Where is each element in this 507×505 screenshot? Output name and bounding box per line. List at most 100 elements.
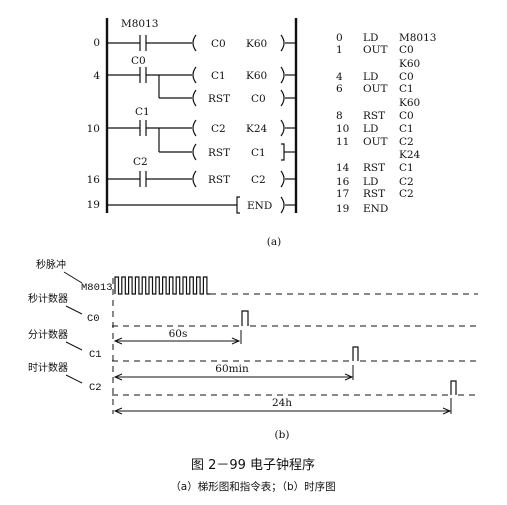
instruction-op: LD — [363, 123, 378, 135]
coil-right-bracket — [280, 66, 285, 84]
instruction-arg: K24 — [399, 149, 421, 161]
instruction-step: 17 — [336, 188, 349, 200]
instruction-step: 10 — [336, 123, 349, 135]
instruction-arg: C2 — [399, 136, 414, 148]
timing-diagram: 秒脉冲 M8013 秒计数器 C0 分计数器 C1 时计数器 C2 — [28, 258, 478, 415]
signal-leader-line — [65, 374, 83, 384]
c1-output-pulse — [352, 346, 359, 361]
c2-output-pulse — [450, 380, 457, 395]
signal-leader-line — [65, 341, 83, 351]
contact-label: C0 — [131, 55, 146, 67]
instruction-step: 11 — [336, 136, 349, 148]
rung-step-number: 4 — [93, 70, 100, 82]
instruction-op: LD — [363, 32, 378, 44]
span-label: 60s — [169, 328, 188, 340]
instruction-arg: C2 — [399, 188, 414, 200]
signal-id: C2 — [89, 382, 102, 394]
coil-right-bracket — [280, 89, 285, 107]
arrow-head — [442, 407, 452, 415]
rung-0: 0 M8013 C0 K60 — [93, 18, 296, 52]
span-24h: 24h — [113, 397, 452, 415]
pulse-train-waveform — [114, 276, 211, 295]
instruction-arg: C0 — [399, 71, 414, 83]
arrow-head — [344, 373, 354, 381]
c0-output-pulse — [241, 310, 249, 326]
signal-id: C0 — [87, 313, 100, 325]
span-label: 60min — [215, 363, 249, 375]
coil-left-bracket — [192, 170, 197, 188]
coil-left-bracket — [192, 143, 197, 161]
instruction-step: 1 — [336, 44, 343, 56]
subfigure-label-b: (b) — [275, 429, 290, 441]
coil-right-bracket — [280, 34, 285, 52]
reset-instruction: RST — [208, 93, 230, 105]
instruction-step: 0 — [336, 32, 343, 44]
rung-10: 10 C1 C2 K24 RST C1 — [87, 106, 296, 161]
coil-left-bracket — [192, 34, 197, 52]
arrow-head — [113, 337, 123, 345]
instruction-arg: K60 — [399, 58, 420, 70]
signal-id: M8013 — [81, 282, 113, 294]
instruction-arg: K60 — [399, 97, 420, 109]
contact-label: C1 — [135, 106, 150, 118]
instruction-step: 14 — [336, 162, 350, 174]
span-60s: 60s — [113, 328, 242, 345]
ladder-diagram: 0 M8013 C0 K60 4 C0 C1 K60 — [87, 18, 298, 214]
instruction-op: OUT — [363, 136, 387, 148]
rung-step-number: 16 — [87, 174, 101, 186]
rung-step-number: 10 — [87, 123, 100, 135]
instruction-arg: C1 — [399, 123, 414, 135]
instruction-op: LD — [363, 176, 378, 188]
subfigure-label-a: (a) — [267, 236, 281, 248]
instruction-step: 16 — [336, 176, 350, 188]
rung-step-number: 19 — [87, 199, 100, 211]
signal-leader-line — [63, 271, 83, 284]
reset-instruction: RST — [208, 174, 230, 186]
coil-right-bracket — [280, 196, 285, 214]
arrow-head — [231, 337, 241, 345]
instruction-arg: C0 — [399, 110, 414, 122]
reset-instruction: RST — [208, 147, 230, 159]
instruction-op: RST — [363, 110, 385, 122]
instruction-step: 8 — [336, 110, 343, 122]
coil-constant: K60 — [246, 70, 267, 82]
arrow-head — [113, 407, 123, 415]
coil-constant: K24 — [246, 123, 268, 135]
instruction-arg: C2 — [399, 176, 414, 188]
coil-device: C1 — [211, 70, 226, 82]
coil-left-bracket — [192, 89, 197, 107]
instruction-arg: C1 — [399, 162, 414, 174]
signal-leader-line — [65, 305, 83, 315]
instruction-op: OUT — [363, 83, 387, 95]
span-label: 24h — [272, 397, 292, 409]
instruction-arg: C1 — [399, 83, 414, 95]
coil-left-bracket — [192, 66, 197, 84]
instruction-step: 19 — [336, 203, 349, 215]
signal-description: 秒计数器 — [28, 292, 68, 305]
coil-device: C2 — [211, 123, 226, 135]
rung-4: 4 C0 C1 K60 RST C0 — [93, 55, 296, 107]
contact-label: C2 — [133, 156, 148, 168]
signal-id: C1 — [89, 349, 102, 361]
instruction-op: LD — [363, 71, 378, 83]
span-60min: 60min — [113, 363, 354, 381]
rung-step-number: 0 — [93, 37, 100, 49]
instruction-op: END — [363, 203, 388, 215]
end-left-bracket — [236, 196, 240, 214]
coil-right-bracket — [281, 143, 285, 161]
instruction-arg: M8013 — [399, 32, 436, 44]
coil-right-bracket — [280, 119, 285, 137]
signal-description: 分计数器 — [28, 328, 68, 341]
signal-description: 秒脉冲 — [36, 258, 66, 271]
end-instruction: END — [247, 200, 272, 212]
signal-description: 时计数器 — [28, 361, 68, 374]
contact-label: M8013 — [121, 18, 158, 30]
arrow-head — [113, 373, 123, 381]
reset-device: C2 — [251, 174, 266, 186]
coil-right-bracket — [280, 170, 285, 188]
coil-device: C0 — [211, 38, 226, 50]
instruction-op: OUT — [363, 44, 387, 56]
instruction-step: 6 — [336, 83, 343, 95]
